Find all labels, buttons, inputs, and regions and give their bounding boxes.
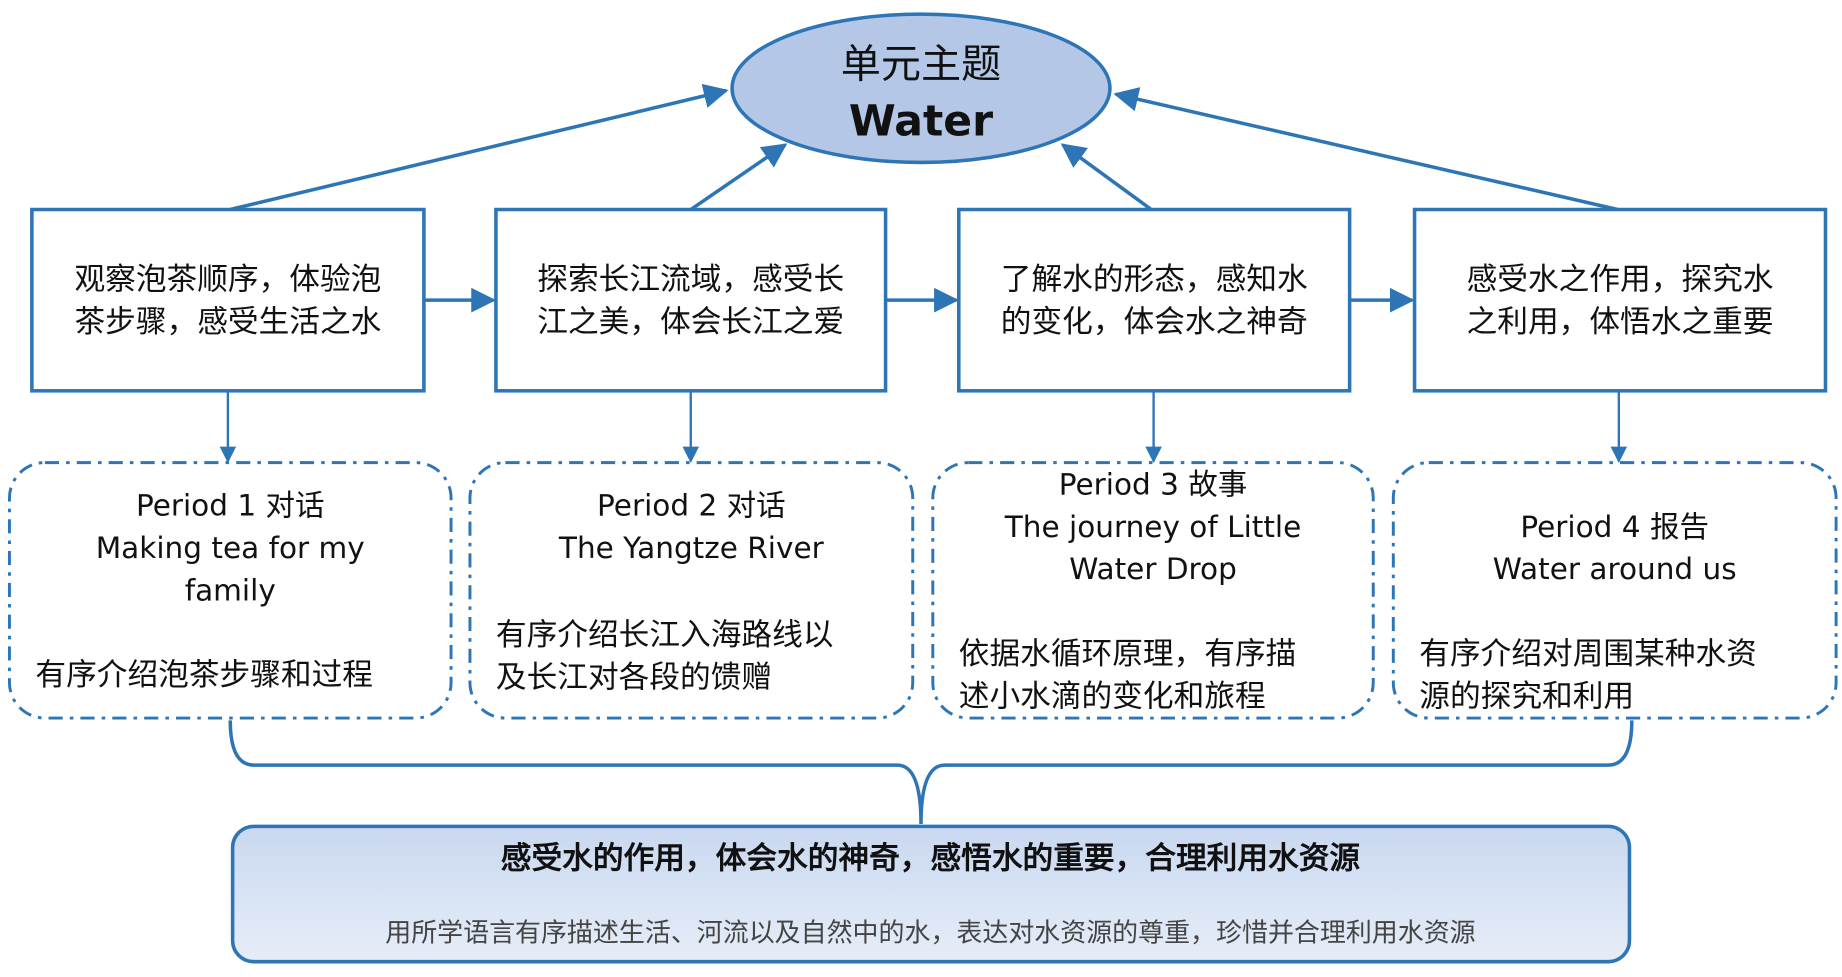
theme-label: 单元主题	[841, 42, 1002, 88]
goal-text: 之利用，体悟水之重要	[1467, 305, 1774, 340]
period-desc: 有序介绍泡茶步骤和过程	[35, 658, 373, 693]
summary-desc: 用所学语言有序描述生活、河流以及自然中的水，表达对水资源的尊重，珍惜并合理利用水…	[385, 919, 1475, 949]
goal-text: 茶步骤，感受生活之水	[74, 305, 381, 340]
theme-title: Water	[849, 97, 993, 146]
period-desc: 有序介绍对周围某种水资	[1419, 637, 1757, 672]
arrow-goal1-theme	[229, 83, 729, 212]
summary-title: 感受水的作用，体会水的神奇，感悟水的重要，合理利用水资源	[501, 841, 1361, 877]
period-desc: 及长江对各段的馈赠	[496, 660, 772, 695]
connectors	[219, 83, 1634, 824]
period-desc: 有序介绍长江入海路线以	[496, 618, 834, 653]
period-title: Period 2 对话	[597, 489, 786, 523]
period-box-3	[931, 461, 1375, 720]
period-desc: 源的探究和利用	[1419, 679, 1634, 714]
goal-box-2	[494, 207, 888, 393]
summary-box	[230, 824, 1632, 964]
period-title: The Yangtze River	[558, 531, 825, 565]
goal-box-3	[957, 207, 1352, 393]
goal-text: 江之美，体会长江之爱	[537, 305, 844, 340]
arrow-goal4-theme	[1113, 87, 1619, 212]
goal-text: 探索长江流域，感受长	[537, 263, 844, 298]
goal-text: 的变化，体会水之神奇	[1001, 305, 1308, 340]
period-title: Making tea for my	[96, 531, 365, 565]
period-title: family	[185, 573, 276, 607]
goal-box-1	[30, 207, 426, 393]
period-box-2	[468, 461, 915, 720]
arrow-goal3-theme	[1060, 143, 1153, 211]
goal-box-4	[1412, 207, 1828, 393]
period-title: Period 4 报告	[1520, 510, 1709, 544]
period-title: Water Drop	[1069, 552, 1237, 586]
period-title: Period 3 故事	[1059, 467, 1248, 501]
period-desc: 依据水循环原理，有序描	[959, 637, 1297, 672]
period-title: Water around us	[1493, 552, 1737, 586]
period-box-1	[7, 461, 453, 720]
period-title: Period 1 对话	[136, 489, 325, 523]
period-desc: 述小水滴的变化和旅程	[959, 679, 1266, 714]
goal-text: 了解水的形态，感知水	[1001, 263, 1308, 298]
goal-text: 感受水之作用，探究水	[1467, 263, 1774, 298]
period-title: The journey of Little	[1004, 510, 1302, 544]
goal-text: 观察泡茶顺序，体验泡	[74, 263, 381, 298]
summary-bracket	[228, 720, 1634, 824]
arrow-goal2-theme	[689, 143, 788, 211]
theme-ellipse	[730, 12, 1112, 165]
period-box-4	[1391, 461, 1838, 720]
